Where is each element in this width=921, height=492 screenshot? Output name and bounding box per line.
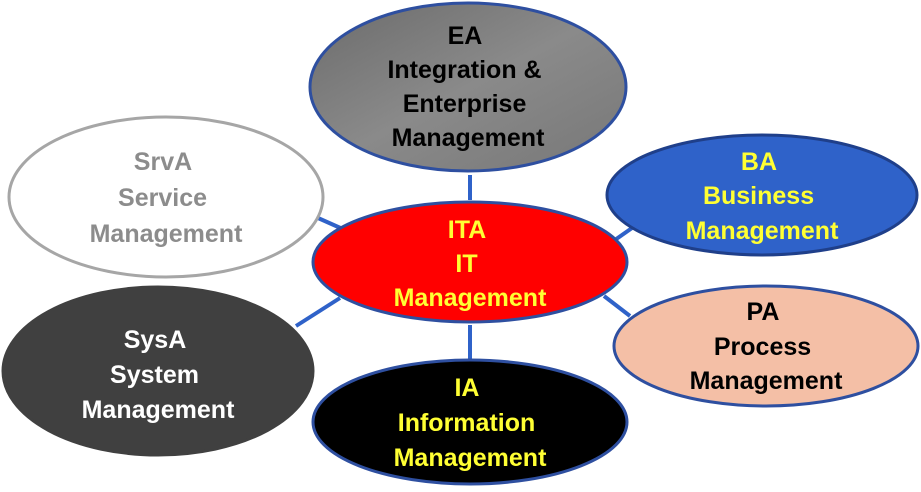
node-sysa-line-3: Management xyxy=(82,396,235,424)
node-pa-text: PA Process Management xyxy=(690,298,843,395)
connector-pa xyxy=(602,294,632,318)
node-ba-line-1: BA xyxy=(741,148,777,176)
node-srva-ellipse xyxy=(7,115,325,279)
node-ea-ellipse xyxy=(308,1,628,173)
node-ia-line-1: IA xyxy=(454,374,479,402)
node-sysa-line-2: System xyxy=(110,361,199,389)
node-pa-ellipse xyxy=(612,284,920,408)
connector-sysa xyxy=(294,296,342,328)
node-ea-line-2: Integration & xyxy=(387,56,541,84)
node-ba-ellipse xyxy=(605,133,919,257)
node-srva-line-3: Management xyxy=(90,220,243,248)
node-srva-text: SrvA Service Management xyxy=(90,148,243,248)
node-sysa-ellipse xyxy=(1,285,315,457)
node-ea-line-4: Management xyxy=(392,124,545,152)
node-ba-line-3: Management xyxy=(686,217,839,245)
node-pa-line-2: Process xyxy=(714,333,811,361)
node-ia-line-3: Management xyxy=(394,444,547,472)
node-srva-line-1: SrvA xyxy=(134,148,192,176)
node-ba-text: BA Business Management xyxy=(686,148,839,245)
node-ba: BA Business Management xyxy=(605,133,919,257)
node-pa: PA Process Management xyxy=(612,284,920,408)
node-pa-line-3: Management xyxy=(690,367,843,395)
node-ea-line-3: Enterprise xyxy=(403,90,527,118)
node-ita-text: ITA IT Management xyxy=(394,216,547,312)
node-ita-line-3: Management xyxy=(394,284,547,312)
node-ita-line-2: IT xyxy=(455,250,477,278)
node-ita-line-1: ITA xyxy=(448,216,486,244)
node-ea-text: EA Integration & Enterprise Management xyxy=(387,22,548,152)
node-sysa: SysA System Management xyxy=(1,285,315,457)
node-sysa-line-1: SysA xyxy=(124,326,186,354)
node-pa-line-1: PA xyxy=(747,298,780,326)
node-ia: IA Information Management xyxy=(311,358,629,486)
node-srva-line-2: Service xyxy=(118,184,207,212)
node-ia-line-2: Information xyxy=(398,409,536,437)
node-ea-line-1: EA xyxy=(448,22,483,50)
node-ia-ellipse xyxy=(311,358,629,486)
node-sysa-text: SysA System Management xyxy=(82,326,235,424)
node-ia-text: IA Information Management xyxy=(394,374,547,472)
node-ita-center: ITA IT Management xyxy=(311,200,629,324)
node-ita-ellipse xyxy=(311,200,629,324)
node-srva: SrvA Service Management xyxy=(7,115,325,279)
node-ea: EA Integration & Enterprise Management xyxy=(308,1,628,173)
node-ba-line-2: Business xyxy=(703,182,814,210)
